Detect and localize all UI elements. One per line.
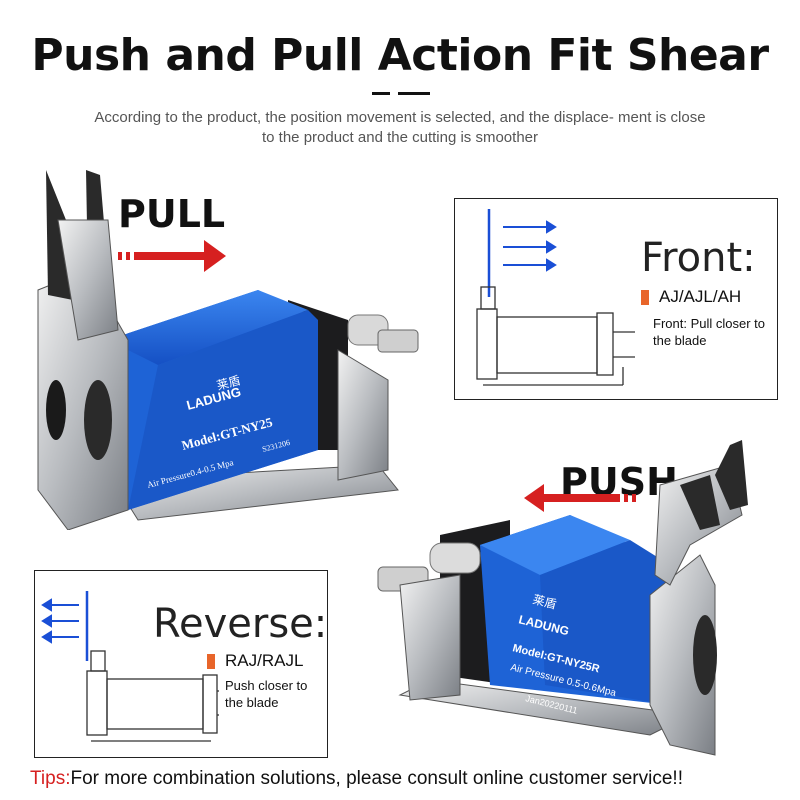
tips-text: For more combination solutions, please c… (70, 768, 683, 789)
title-underline-left (372, 92, 390, 95)
push-shear-device: 莱盾 LADUNG Model:GT-NY25R Air Pressure 0.… (377, 440, 748, 756)
front-panel: Front: AJ/AJL/AH Front: Pull closer to t… (454, 198, 778, 400)
pull-arrow-icon (118, 240, 226, 272)
title-underline-right (398, 92, 430, 95)
reverse-tag: RAJ/RAJL (225, 651, 304, 670)
reverse-title: Reverse: (153, 601, 328, 647)
tips-label: Tips: (30, 768, 71, 789)
push-arrow-icon (524, 484, 636, 512)
footer-tips: Tips:For more combination solutions, ple… (30, 768, 683, 790)
reverse-diagram (41, 591, 219, 742)
pull-brand-cn: 莱盾 (215, 373, 242, 393)
front-note: Front: Pull closer to the blade (653, 316, 765, 348)
reverse-tag-marker (207, 654, 215, 669)
page-title: Push and Pull Action Fit Shear (31, 30, 769, 81)
front-title: Front: (641, 235, 756, 281)
pull-label: PULL (118, 192, 226, 236)
page-subtitle: According to the product, the position m… (94, 109, 706, 146)
front-diagram (476, 209, 635, 386)
reverse-note: Push closer to the blade (225, 678, 308, 710)
push-brand-cn: 莱盾 (531, 592, 558, 611)
pull-shear-device: 莱盾 LADUNG Model:GT-NY25 Air Pressure0.4-… (37, 170, 419, 530)
reverse-panel: Reverse: RAJ/RAJL Push closer to the bla… (34, 570, 328, 758)
front-tag-marker (641, 290, 649, 305)
front-tag: AJ/AJL/AH (659, 287, 742, 306)
